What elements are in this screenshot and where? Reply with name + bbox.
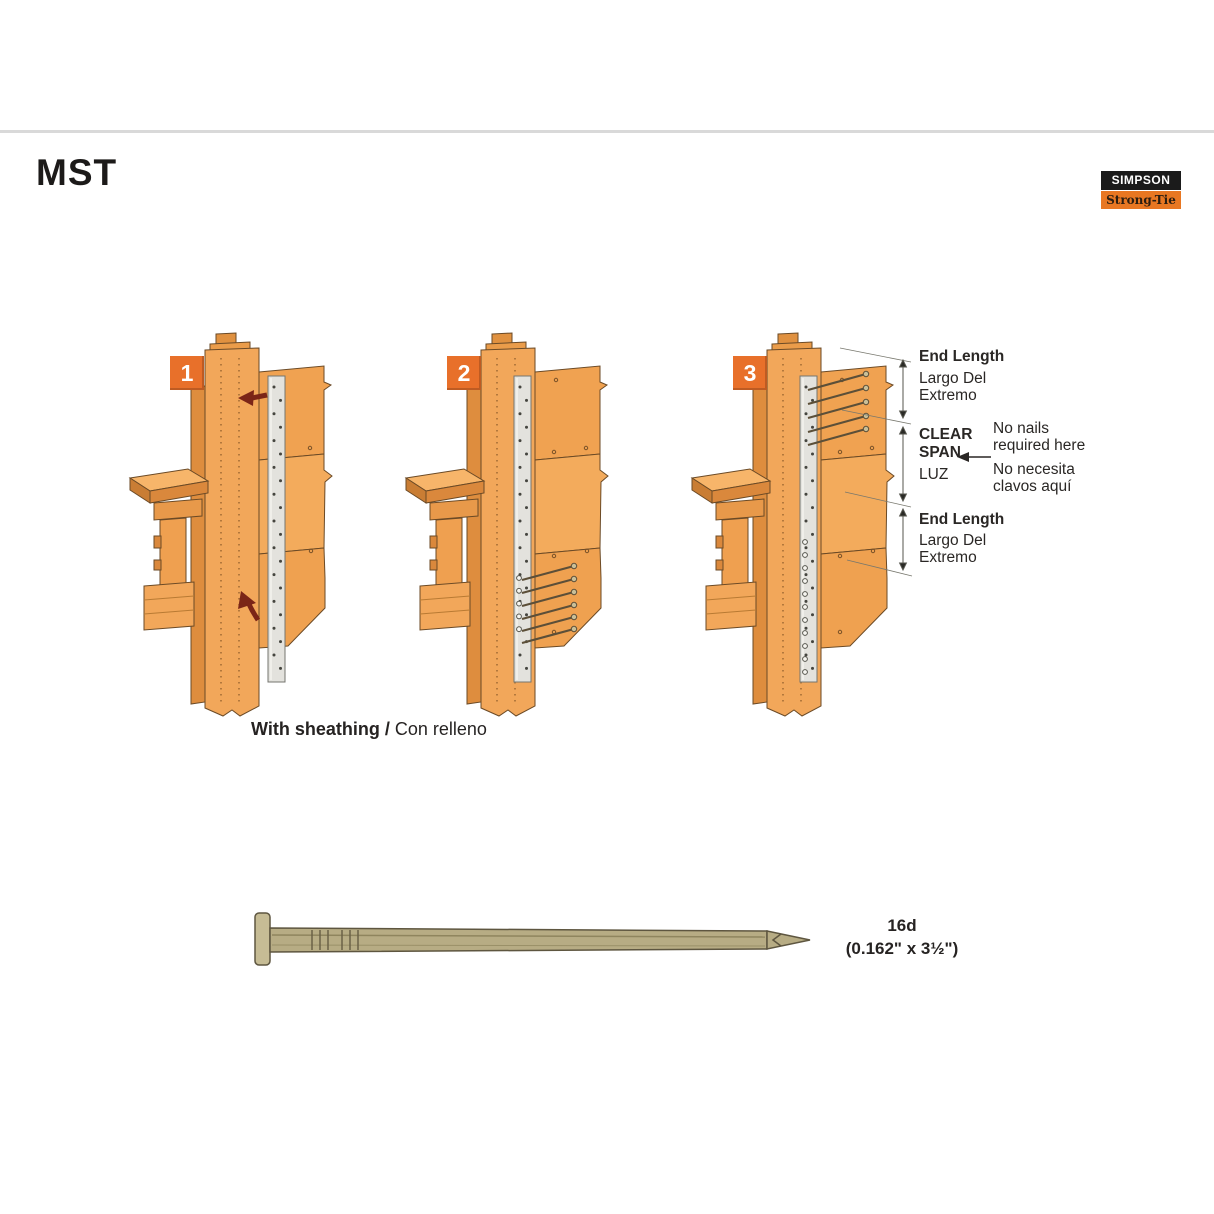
no-nails-line-3: No necesita [993, 461, 1075, 478]
caption-en: With sheathing / [251, 719, 390, 739]
nail-size-label: 16d (0.162" x 3½") [836, 914, 968, 960]
header-divider [0, 130, 1214, 133]
wood-framing [690, 332, 895, 717]
dimension-lines [839, 347, 913, 577]
end-length-top-es-2: Extremo [919, 387, 977, 404]
wood-framing [404, 332, 609, 717]
end-length-bottom-es-2: Extremo [919, 549, 977, 566]
wall-assembly-svg [690, 332, 913, 717]
nail-shank [269, 927, 768, 953]
nails [521, 562, 578, 645]
mst-strap [267, 375, 286, 683]
placement-arrows [238, 390, 268, 622]
step-3-illustration [690, 330, 955, 735]
mst-strap [799, 375, 818, 683]
left-arrow-icon [957, 452, 991, 462]
no-nails-line-4: clavos aquí [993, 478, 1072, 495]
wall-assembly-svg [128, 332, 333, 717]
nail-size: 16d [887, 916, 917, 935]
nail-dimensions: (0.162" x 3½") [845, 939, 959, 958]
brand-name: SIMPSON [1101, 171, 1181, 190]
nails [807, 370, 870, 447]
wall-assembly-svg [404, 332, 609, 717]
step-2-badge: 2 [447, 356, 481, 390]
step-1-badge: 1 [170, 356, 204, 390]
page-title: MST [36, 152, 118, 193]
nail-svg [254, 912, 811, 966]
mst-strap [513, 375, 532, 683]
end-length-bottom-es-1: Largo Del [919, 532, 987, 549]
nail-head [254, 912, 271, 966]
no-nails-line-1: No nails [993, 420, 1049, 437]
brand-logo: SIMPSON Strong-Tie [1101, 171, 1181, 209]
end-length-bottom-label: End Length [919, 511, 1005, 528]
caption-es: Con relleno [389, 719, 487, 739]
nail-illustration [240, 902, 825, 974]
end-length-top-es-1: Largo Del [919, 370, 987, 387]
no-nails-line-2: required here [993, 437, 1086, 454]
end-length-top-label: End Length [919, 348, 1005, 365]
step-1-illustration [128, 330, 393, 735]
step-3-badge: 3 [733, 356, 767, 390]
brand-sub: Strong-Tie [1101, 190, 1181, 209]
step-2-illustration [404, 330, 669, 735]
nail-ring-marks [311, 930, 359, 950]
figure-caption: With sheathing / Con relleno [251, 719, 487, 740]
wood-framing [128, 332, 333, 717]
clear-span-label-1: CLEAR [919, 426, 973, 443]
clear-span-label-2: SPAN [919, 444, 961, 461]
clear-span-es: LUZ [919, 466, 949, 483]
